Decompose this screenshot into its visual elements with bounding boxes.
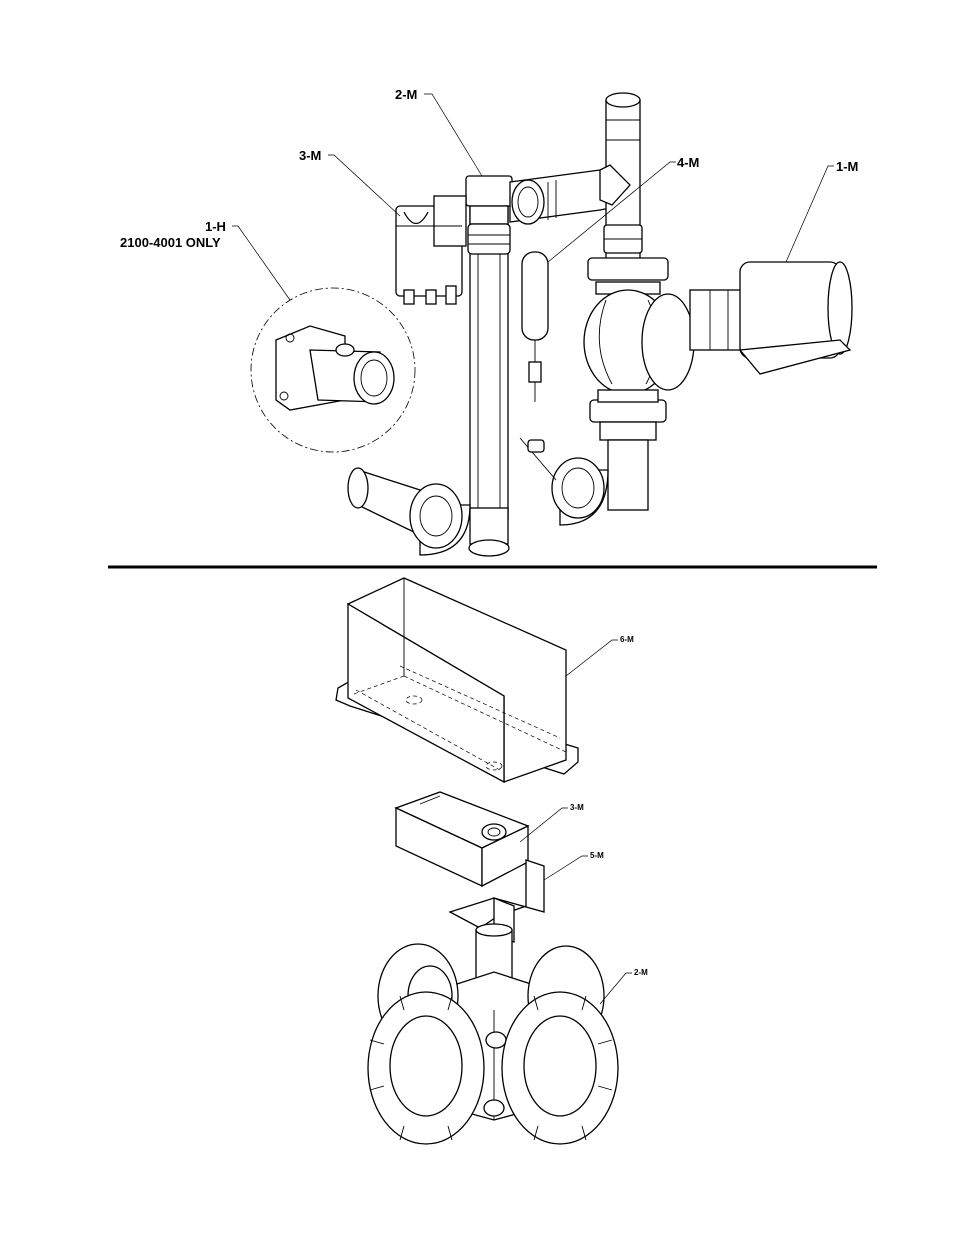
label-3m-bottom: 3-M <box>570 804 584 812</box>
label-4m: 4-M <box>677 156 699 169</box>
label-2m-bottom: 2-M <box>634 969 648 977</box>
pipe-vertical-right-top <box>600 93 642 260</box>
leader-2m-top <box>424 94 482 176</box>
actuator-3m-bottom <box>396 792 528 886</box>
union-fitting-top-left <box>466 176 512 254</box>
label-5m: 5-M <box>590 852 604 860</box>
label-6m: 6-M <box>620 636 634 644</box>
label-1h-note: 2100-4001 ONLY <box>120 236 221 249</box>
pipe-lower-right <box>520 438 648 525</box>
flange-front-right <box>502 992 618 1144</box>
leader-1h <box>232 226 290 300</box>
enclosure-cover-6m <box>336 578 578 782</box>
label-2m-top: 2-M <box>395 88 417 101</box>
flange-front-left <box>368 992 484 1144</box>
label-1m: 1-M <box>836 160 858 173</box>
label-3m-top: 3-M <box>299 149 321 162</box>
detail-circle-1h <box>251 288 415 452</box>
sensor-bulb-4m <box>522 252 548 402</box>
upper-valve-piping-assembly <box>232 93 852 556</box>
leader-1m <box>786 166 834 262</box>
leader-6m <box>566 640 618 676</box>
actuator-3m-small <box>396 196 466 304</box>
main-valve-body-1m <box>584 258 694 440</box>
label-1h: 1-H <box>205 220 226 233</box>
leader-3m-top <box>328 155 400 216</box>
leader-5m <box>544 856 588 880</box>
leader-2m-bottom <box>600 973 632 1004</box>
valve-body-2m <box>368 944 618 1144</box>
motor-housing-1m <box>690 262 852 374</box>
lower-exploded-assembly <box>336 578 632 1144</box>
